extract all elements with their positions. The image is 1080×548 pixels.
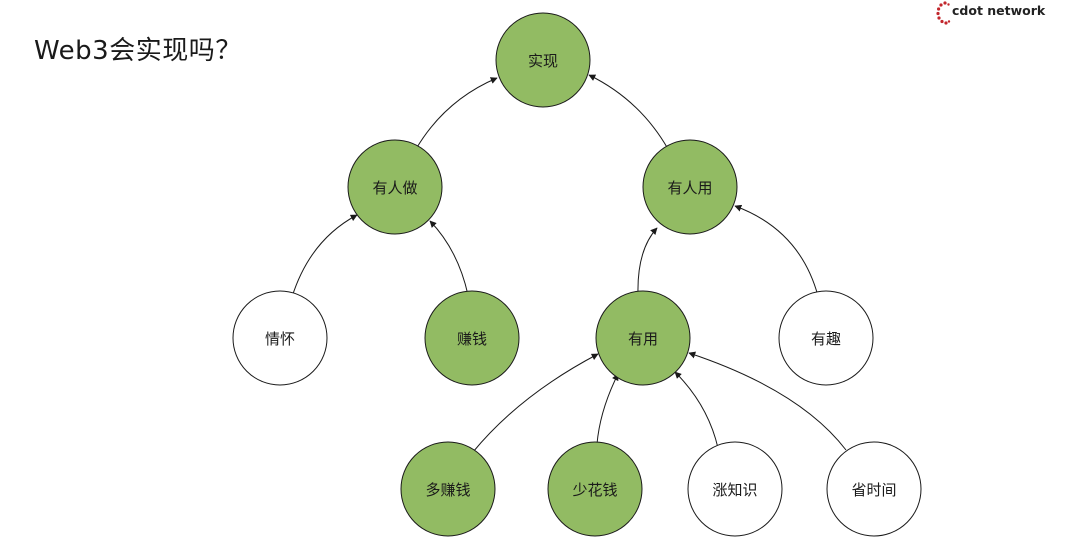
node-label: 少花钱: [572, 481, 617, 499]
cdot-network-logo: cdot network: [936, 0, 1046, 30]
page-title: Web3会实现吗？: [34, 36, 242, 66]
node-label: 有趣: [811, 330, 841, 348]
node-label: 赚钱: [457, 330, 487, 348]
node-label: 有用: [628, 330, 658, 348]
node-label: 有人用: [667, 179, 712, 197]
node-save-time: 省时间: [826, 441, 922, 537]
edge-make-money-to-someone-builds: [429, 220, 469, 296]
node-someone-uses: 有人用: [642, 139, 738, 235]
node-spend-less: 少花钱: [547, 441, 643, 537]
node-label: 省时间: [851, 481, 896, 499]
node-earn-more: 多赚钱: [400, 441, 496, 537]
edge-save-time-to-useful: [688, 351, 847, 451]
edge-earn-more-to-useful: [472, 353, 599, 453]
edge-fun-to-someone-uses: [734, 204, 819, 297]
logo-dots-icon: [936, 1, 951, 25]
edge-someone-uses-to-realize: [588, 74, 669, 150]
edge-sentiment-to-someone-builds: [291, 214, 358, 298]
edge-spend-less-to-useful: [596, 373, 619, 445]
node-label: 有人做: [372, 179, 417, 197]
edge-someone-builds-to-realize: [415, 77, 498, 150]
node-gain-knowledge: 涨知识: [687, 441, 783, 537]
edge-useful-to-someone-uses: [637, 227, 658, 295]
node-someone-builds: 有人做: [347, 139, 443, 235]
node-realize: 实现: [495, 12, 591, 108]
edge-gain-knowledge-to-useful: [674, 371, 719, 449]
node-label: 多赚钱: [425, 481, 470, 499]
node-fun: 有趣: [778, 290, 874, 386]
node-label: 情怀: [265, 330, 295, 348]
node-label: 实现: [528, 52, 558, 70]
node-label: 涨知识: [712, 481, 757, 499]
node-useful: 有用: [595, 290, 691, 386]
node-sentiment: 情怀: [232, 290, 328, 386]
logo-text: cdot network: [952, 3, 1046, 18]
node-make-money: 赚钱: [424, 290, 520, 386]
